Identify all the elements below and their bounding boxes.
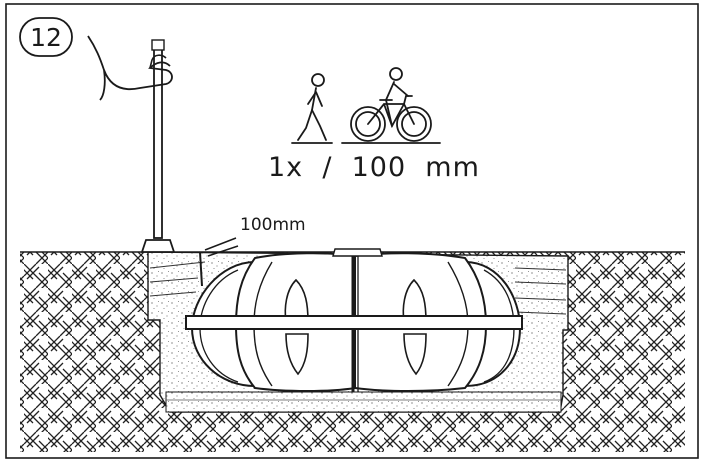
walking-person-icon <box>291 73 333 144</box>
step-number: 12 <box>30 23 62 52</box>
hand-with-tamper-icon <box>87 35 176 253</box>
step-badge: 12 <box>19 17 73 57</box>
cyclist-icon <box>341 67 441 144</box>
compaction-instruction: 1x / 100 mm <box>268 152 480 183</box>
septic-tank <box>185 248 523 392</box>
layer-depth-label: 100mm <box>240 215 306 235</box>
layer-depth-indicator: 100mm <box>199 215 306 287</box>
